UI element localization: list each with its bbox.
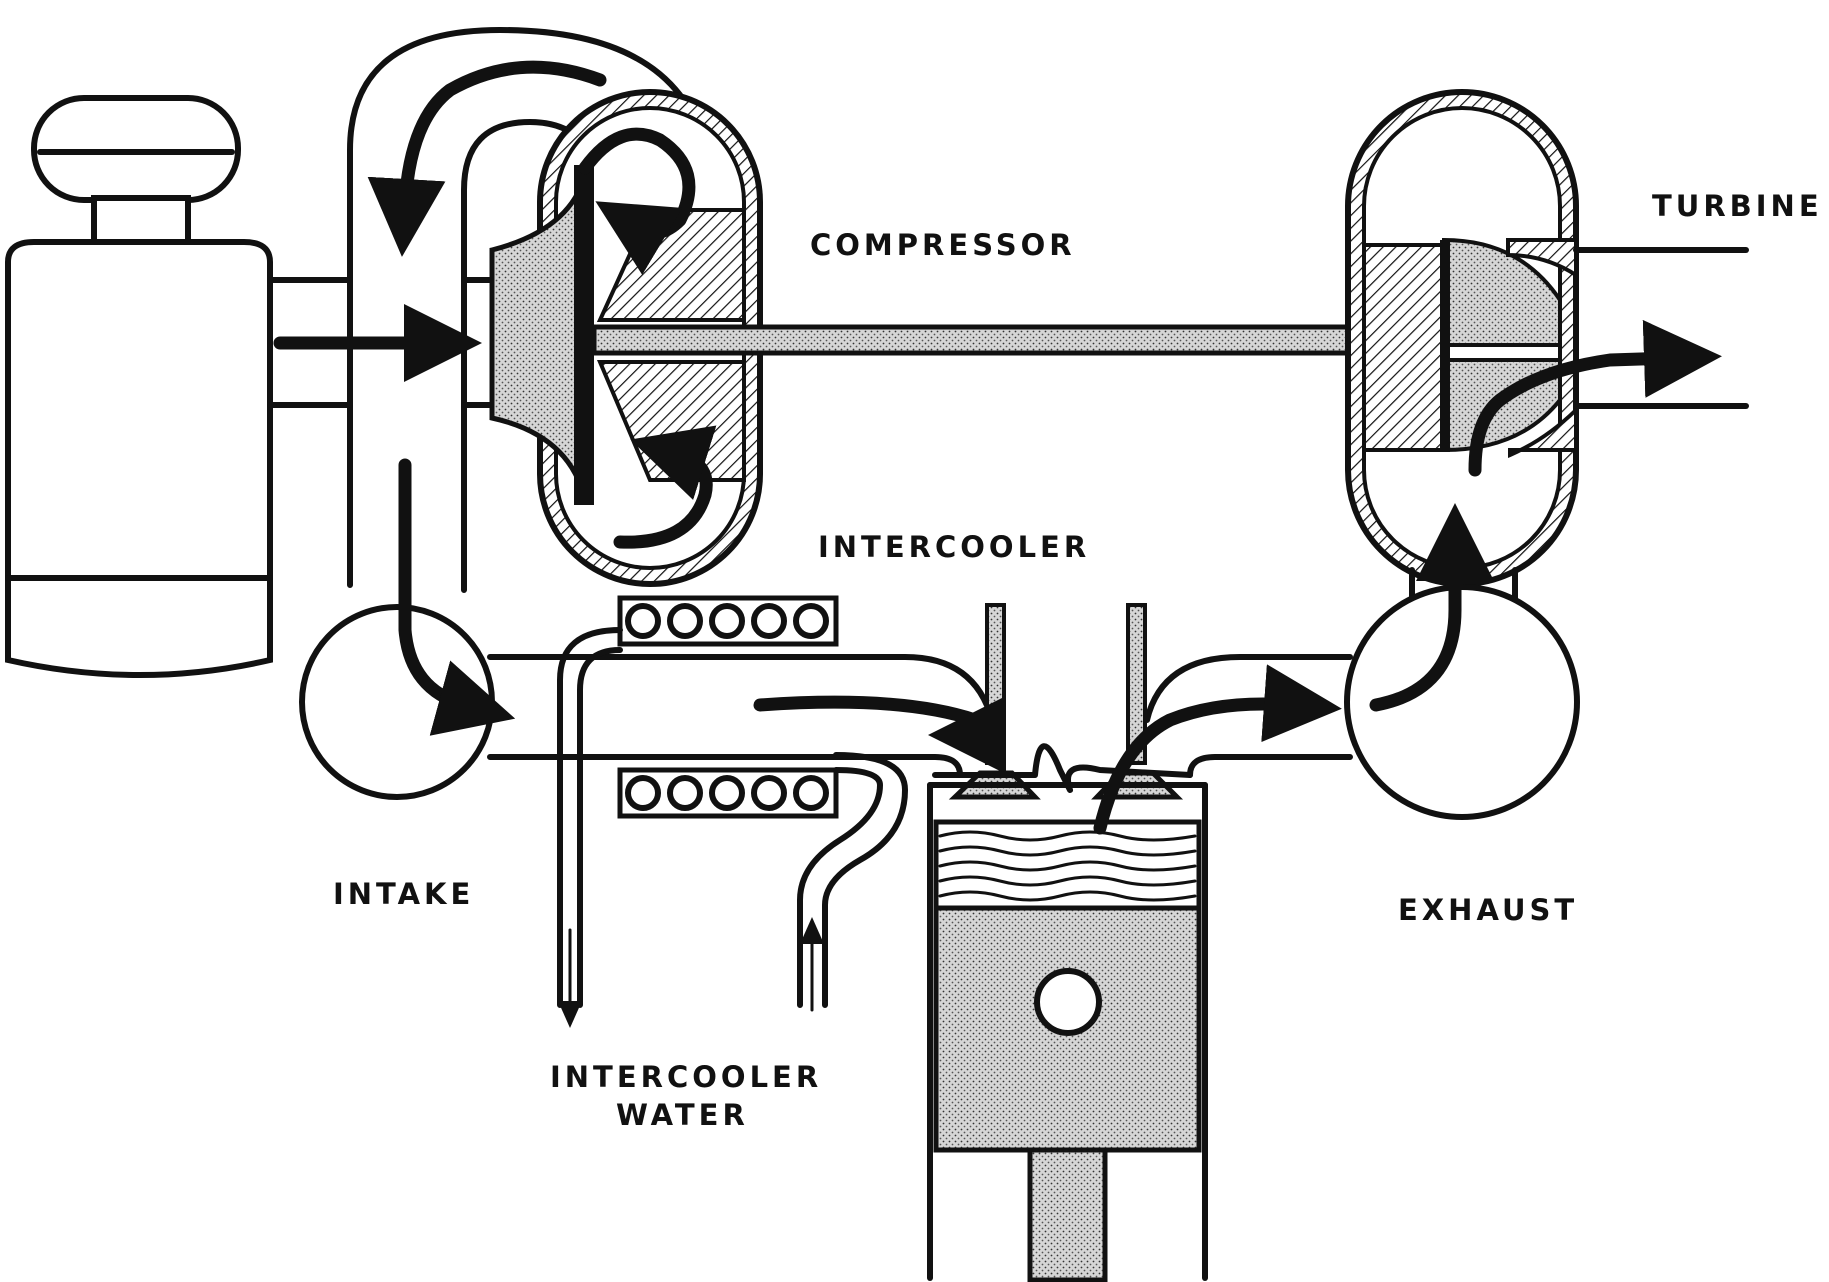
turbine-label: TURBINE [1652,189,1823,223]
air-filter [8,98,270,675]
intake-valve [955,605,1035,797]
turbine-housing [1348,92,1576,584]
intercooler-water-outlet-pipe [560,630,620,1010]
intercooler-water-label-line1: INTERCOOLER [550,1060,822,1094]
charge-air-pipe [490,657,992,775]
turbine-outlet-pipe [1576,250,1746,406]
turbo-shaft [594,327,1448,353]
exhaust-label: EXHAUST [1398,893,1578,927]
compressor-label: COMPRESSOR [810,228,1076,262]
intercooler-label: INTERCOOLER [818,530,1090,564]
intake-label: INTAKE [333,877,474,911]
intercooler-water-label-line2: WATER [616,1098,749,1132]
piston [936,822,1199,1280]
